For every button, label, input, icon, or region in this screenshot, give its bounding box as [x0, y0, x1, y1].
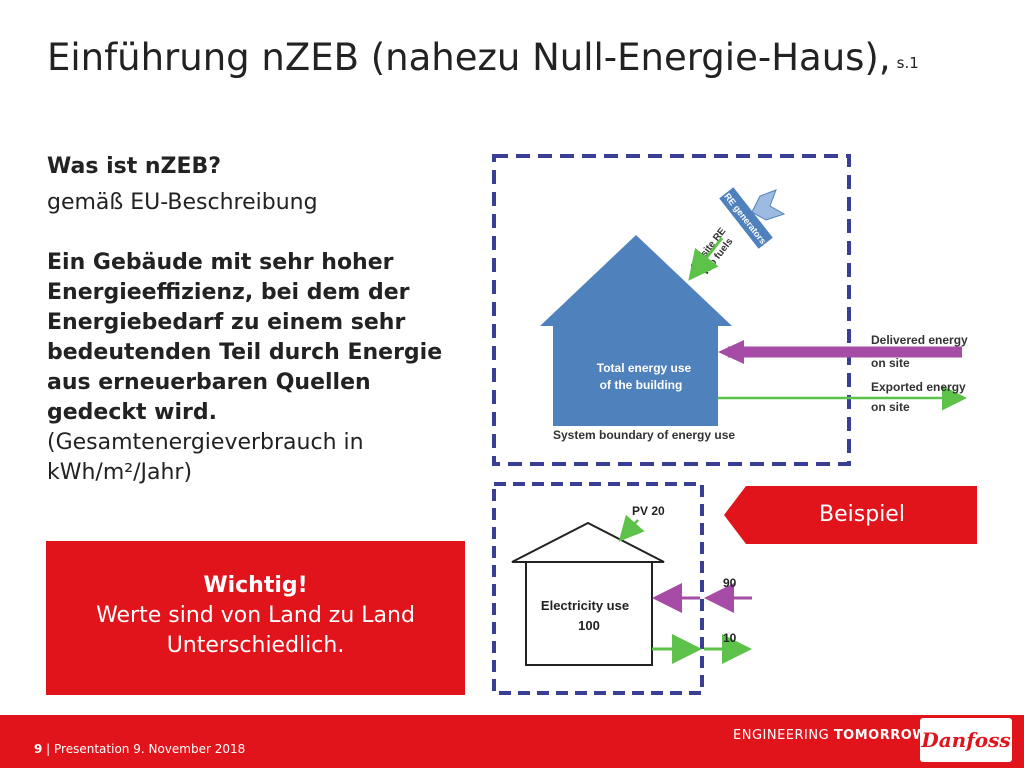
example-badge-shape [724, 486, 977, 544]
delivered-value: 90 [723, 576, 737, 590]
page-number: 9 [34, 742, 43, 756]
pv-label: PV 20 [632, 504, 665, 518]
system-boundary-bottom [492, 482, 704, 695]
delivered-label-1: Delivered energy [871, 333, 968, 347]
definition-block: Was ist nZEB? gemäß EU-Beschreibung Ein … [47, 152, 477, 488]
pv-arrow [618, 514, 645, 542]
house-label-1: Total energy use [597, 361, 692, 375]
example-house-body [525, 561, 653, 666]
house-roof [540, 235, 732, 326]
unit-note: (Gesamtenergieverbrauch in kWh/m²/Jahr) [47, 430, 364, 485]
logo-text: Danfoss [921, 728, 1011, 752]
slogan-b: TOMORROW [833, 728, 928, 743]
important-box: Wichtig! Werte sind von Land zu Land Unt… [46, 541, 465, 695]
footer-page-info: 9 | Presentation 9. November 2018 [34, 742, 246, 756]
important-heading: Wichtig! [203, 573, 308, 598]
delivered-arrowhead-top [718, 340, 744, 364]
onsite-re-arrow [688, 237, 724, 281]
boundary-label: System boundary of energy use [553, 428, 735, 442]
important-text: Werte sind von Land zu Land Unterschiedl… [96, 603, 415, 658]
re-input-arrow [751, 189, 786, 221]
example-house-roof [511, 521, 665, 563]
delivered-label-2: on site [871, 356, 910, 370]
slide-title: Einführung nZEB (nahezu Null-Energie-Hau… [47, 36, 919, 79]
house-body [553, 326, 718, 426]
title-suffix: s.1 [896, 54, 919, 72]
footer-text: Presentation 9. November 2018 [54, 742, 246, 756]
slogan: ENGINEERING TOMORROW [733, 728, 927, 743]
system-boundary-top [492, 154, 851, 466]
footer-bar: 9 | Presentation 9. November 2018 ENGINE… [0, 715, 1024, 768]
definition-text: Ein Gebäude mit sehr hoher Energieeffizi… [47, 250, 443, 425]
danfoss-logo: Danfoss [920, 718, 1012, 762]
exported-label-1: Exported energy [871, 380, 966, 394]
slogan-a: ENGINEERING [733, 728, 830, 743]
question-heading: Was ist nZEB? [47, 154, 222, 179]
exported-label-2: on site [871, 400, 910, 414]
example-badge: Beispiel [724, 486, 977, 544]
subtitle: gemäß EU-Beschreibung [47, 190, 318, 215]
house-label-2: of the building [600, 378, 683, 392]
example-label: Beispiel [819, 502, 905, 527]
exported-value: 10 [723, 631, 737, 645]
title-main: Einführung nZEB (nahezu Null-Energie-Hau… [47, 36, 891, 79]
example-house-label-1: Electricity use [541, 598, 629, 613]
example-house-label-2: 100 [578, 618, 600, 633]
nzeb-diagram: Total energy use of the building System … [492, 154, 968, 695]
